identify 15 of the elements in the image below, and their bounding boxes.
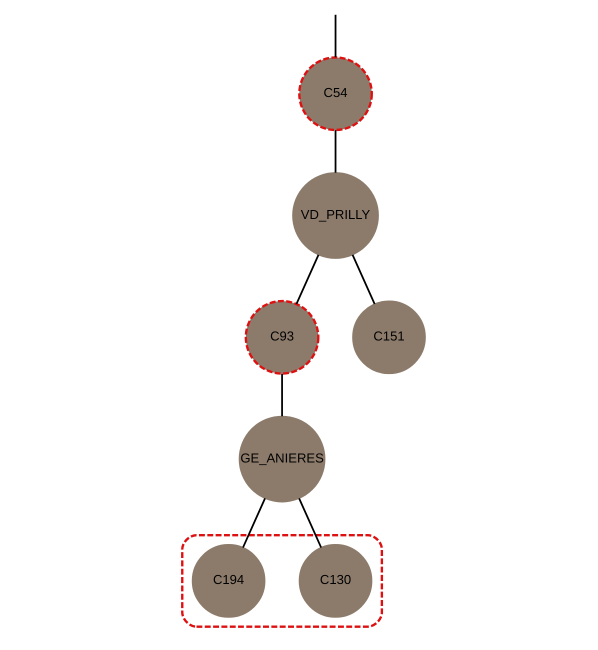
connector bbox=[334, 130, 336, 173]
connector bbox=[242, 498, 266, 548]
node-circle: C93 bbox=[244, 300, 320, 375]
node-circle: C194 bbox=[192, 544, 266, 618]
node-circle: C54 bbox=[298, 56, 373, 132]
node-circle: C151 bbox=[352, 300, 426, 374]
connector bbox=[296, 254, 320, 304]
node-circle: C130 bbox=[298, 544, 372, 618]
connector bbox=[352, 254, 376, 304]
connector bbox=[281, 374, 283, 416]
cluster bbox=[181, 534, 384, 628]
connector bbox=[298, 498, 322, 548]
node-circle: VD_PRILLY bbox=[292, 172, 379, 259]
node-circle: GE_ANIERES bbox=[238, 416, 326, 502]
connector bbox=[334, 14, 336, 58]
